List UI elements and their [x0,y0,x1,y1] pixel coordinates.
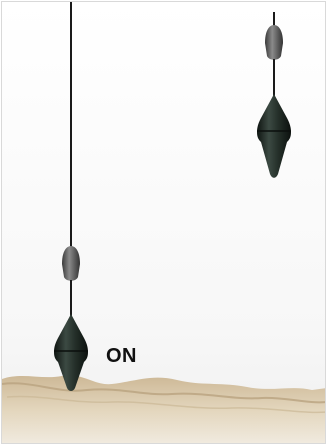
switch-state-label: ON [106,345,137,368]
cable-weight-icon [62,246,80,281]
sediment-layer [2,375,326,444]
float-switch-icon [54,2,88,391]
float-switch-icon [257,12,291,178]
cable-weight-icon [265,25,283,60]
